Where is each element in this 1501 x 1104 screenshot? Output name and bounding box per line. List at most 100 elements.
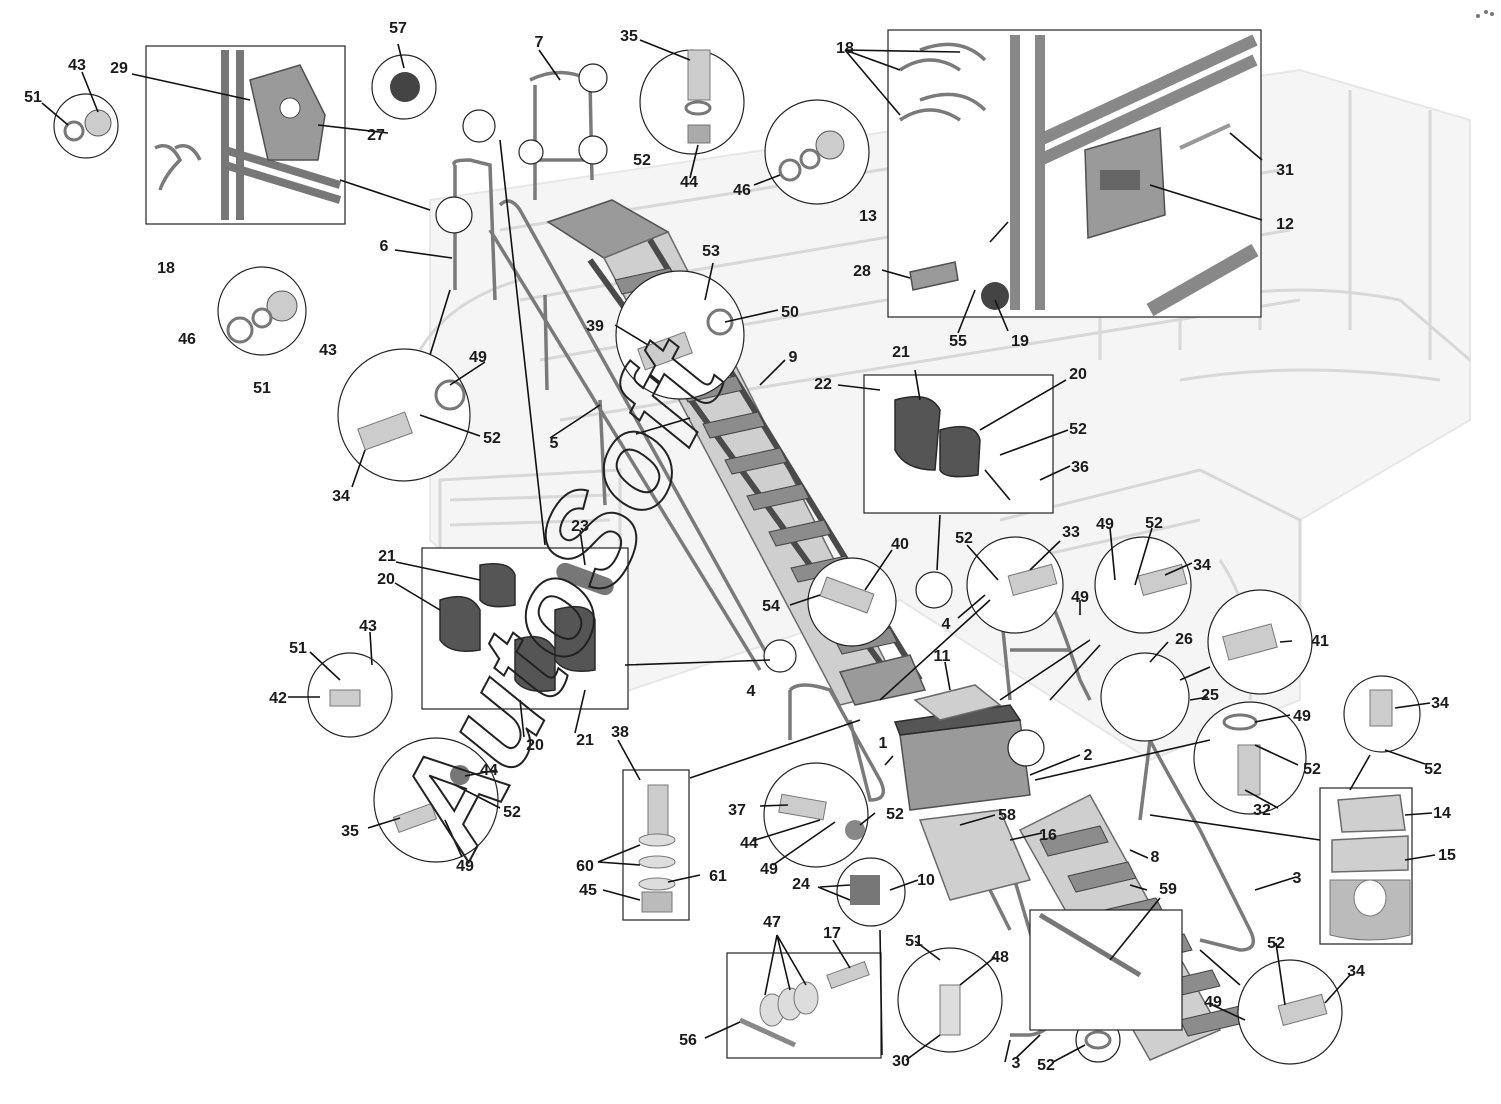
part-label: 43	[68, 57, 86, 74]
part-label: 45	[579, 882, 597, 899]
part-label: 25	[1201, 687, 1219, 704]
part-label: 59	[1159, 881, 1177, 898]
part-label: 4	[942, 616, 951, 633]
part-label: 51	[905, 933, 923, 950]
part-label: 36	[1071, 459, 1089, 476]
part-label: 44	[480, 762, 498, 779]
part-label: 18	[157, 260, 175, 277]
part-label: 6	[380, 238, 389, 255]
part-label: 57	[389, 20, 407, 37]
part-label: 7	[535, 34, 544, 51]
part-label: 8	[1151, 849, 1160, 866]
part-label: 24	[792, 876, 810, 893]
part-label: 9	[789, 349, 798, 366]
part-label: 19	[1011, 333, 1029, 350]
part-label: 40	[891, 536, 909, 553]
part-label: 52	[1037, 1057, 1055, 1074]
corner-mark-icon	[1476, 10, 1494, 18]
leader-lines	[41, 39, 1436, 1063]
part-label: 52	[633, 152, 651, 169]
part-label: 38	[611, 724, 629, 741]
part-label: 34	[1193, 557, 1211, 574]
part-label: 33	[1062, 524, 1080, 541]
part-label: 52	[1303, 761, 1321, 778]
part-label: 44	[740, 835, 758, 852]
part-label: 32	[1253, 802, 1271, 819]
part-label: 49	[1204, 994, 1222, 1011]
part-label: 34	[1347, 963, 1365, 980]
part-label: 31	[1276, 162, 1294, 179]
part-label: 52	[955, 530, 973, 547]
part-label: 58	[998, 807, 1016, 824]
part-label: 47	[763, 914, 781, 931]
part-label: 35	[620, 28, 638, 45]
part-label: 15	[1438, 847, 1456, 864]
part-label: 28	[853, 263, 871, 280]
part-label: 55	[949, 333, 967, 350]
part-label: 29	[110, 60, 128, 77]
part-label: 46	[733, 182, 751, 199]
part-label: 51	[289, 640, 307, 657]
part-label: 52	[503, 804, 521, 821]
part-label: 49	[469, 349, 487, 366]
lower-stair-tread	[1067, 861, 1137, 893]
stair-tread	[768, 519, 832, 547]
lower-stair-tread	[1039, 825, 1109, 857]
part-label: 34	[332, 488, 350, 505]
part-label: 14	[1433, 805, 1451, 822]
part-label: 27	[367, 127, 385, 144]
part-label: 34	[1431, 695, 1449, 712]
part-label: 37	[728, 802, 746, 819]
part-label: 17	[823, 925, 841, 942]
part-label: 3	[1012, 1055, 1021, 1072]
part-label: 18	[836, 40, 854, 57]
part-label: 48	[991, 949, 1009, 966]
detail-parts	[154, 34, 1411, 1048]
part-label: 43	[319, 342, 337, 359]
part-label: 52	[1267, 935, 1285, 952]
part-label: 1	[879, 735, 888, 752]
part-label: 56	[679, 1032, 697, 1049]
part-label: 49	[1071, 589, 1089, 606]
part-label: 41	[1311, 633, 1329, 650]
part-label: 3	[1293, 870, 1302, 887]
part-label: 11	[934, 648, 951, 665]
part-label: 61	[709, 868, 727, 885]
part-label: 39	[586, 318, 604, 335]
part-label: 20	[526, 737, 544, 754]
part-label: 23	[571, 518, 589, 535]
part-label: 52	[886, 806, 904, 823]
part-label: 60	[576, 858, 594, 875]
part-label: 16	[1039, 827, 1057, 844]
part-label: 42	[269, 690, 287, 707]
part-label: 26	[1175, 631, 1193, 648]
part-label: 50	[781, 304, 799, 321]
part-label: 10	[917, 872, 935, 889]
part-label: 4	[747, 683, 756, 700]
part-label: 52	[483, 430, 501, 447]
part-label: 30	[892, 1053, 910, 1070]
part-label: 53	[702, 243, 720, 260]
part-label: 2	[1084, 747, 1093, 764]
part-label: 12	[1276, 216, 1294, 233]
part-label: 52	[1145, 515, 1163, 532]
part-label: 49	[1293, 708, 1311, 725]
part-label: 5	[550, 435, 559, 452]
part-label: 51	[24, 89, 42, 106]
part-label: 52	[1424, 761, 1442, 778]
stair-tread	[702, 411, 766, 439]
stair-tread	[724, 447, 788, 475]
part-label: 43	[359, 618, 377, 635]
part-label: 49	[760, 861, 778, 878]
part-label: 44	[680, 174, 698, 191]
part-label: 35	[341, 823, 359, 840]
part-label: 21	[576, 732, 594, 749]
part-label: 49	[1096, 516, 1114, 533]
part-label: 51	[253, 380, 271, 397]
part-label: 22	[814, 376, 832, 393]
part-label: 21	[892, 344, 910, 361]
part-label: 20	[1069, 366, 1087, 383]
